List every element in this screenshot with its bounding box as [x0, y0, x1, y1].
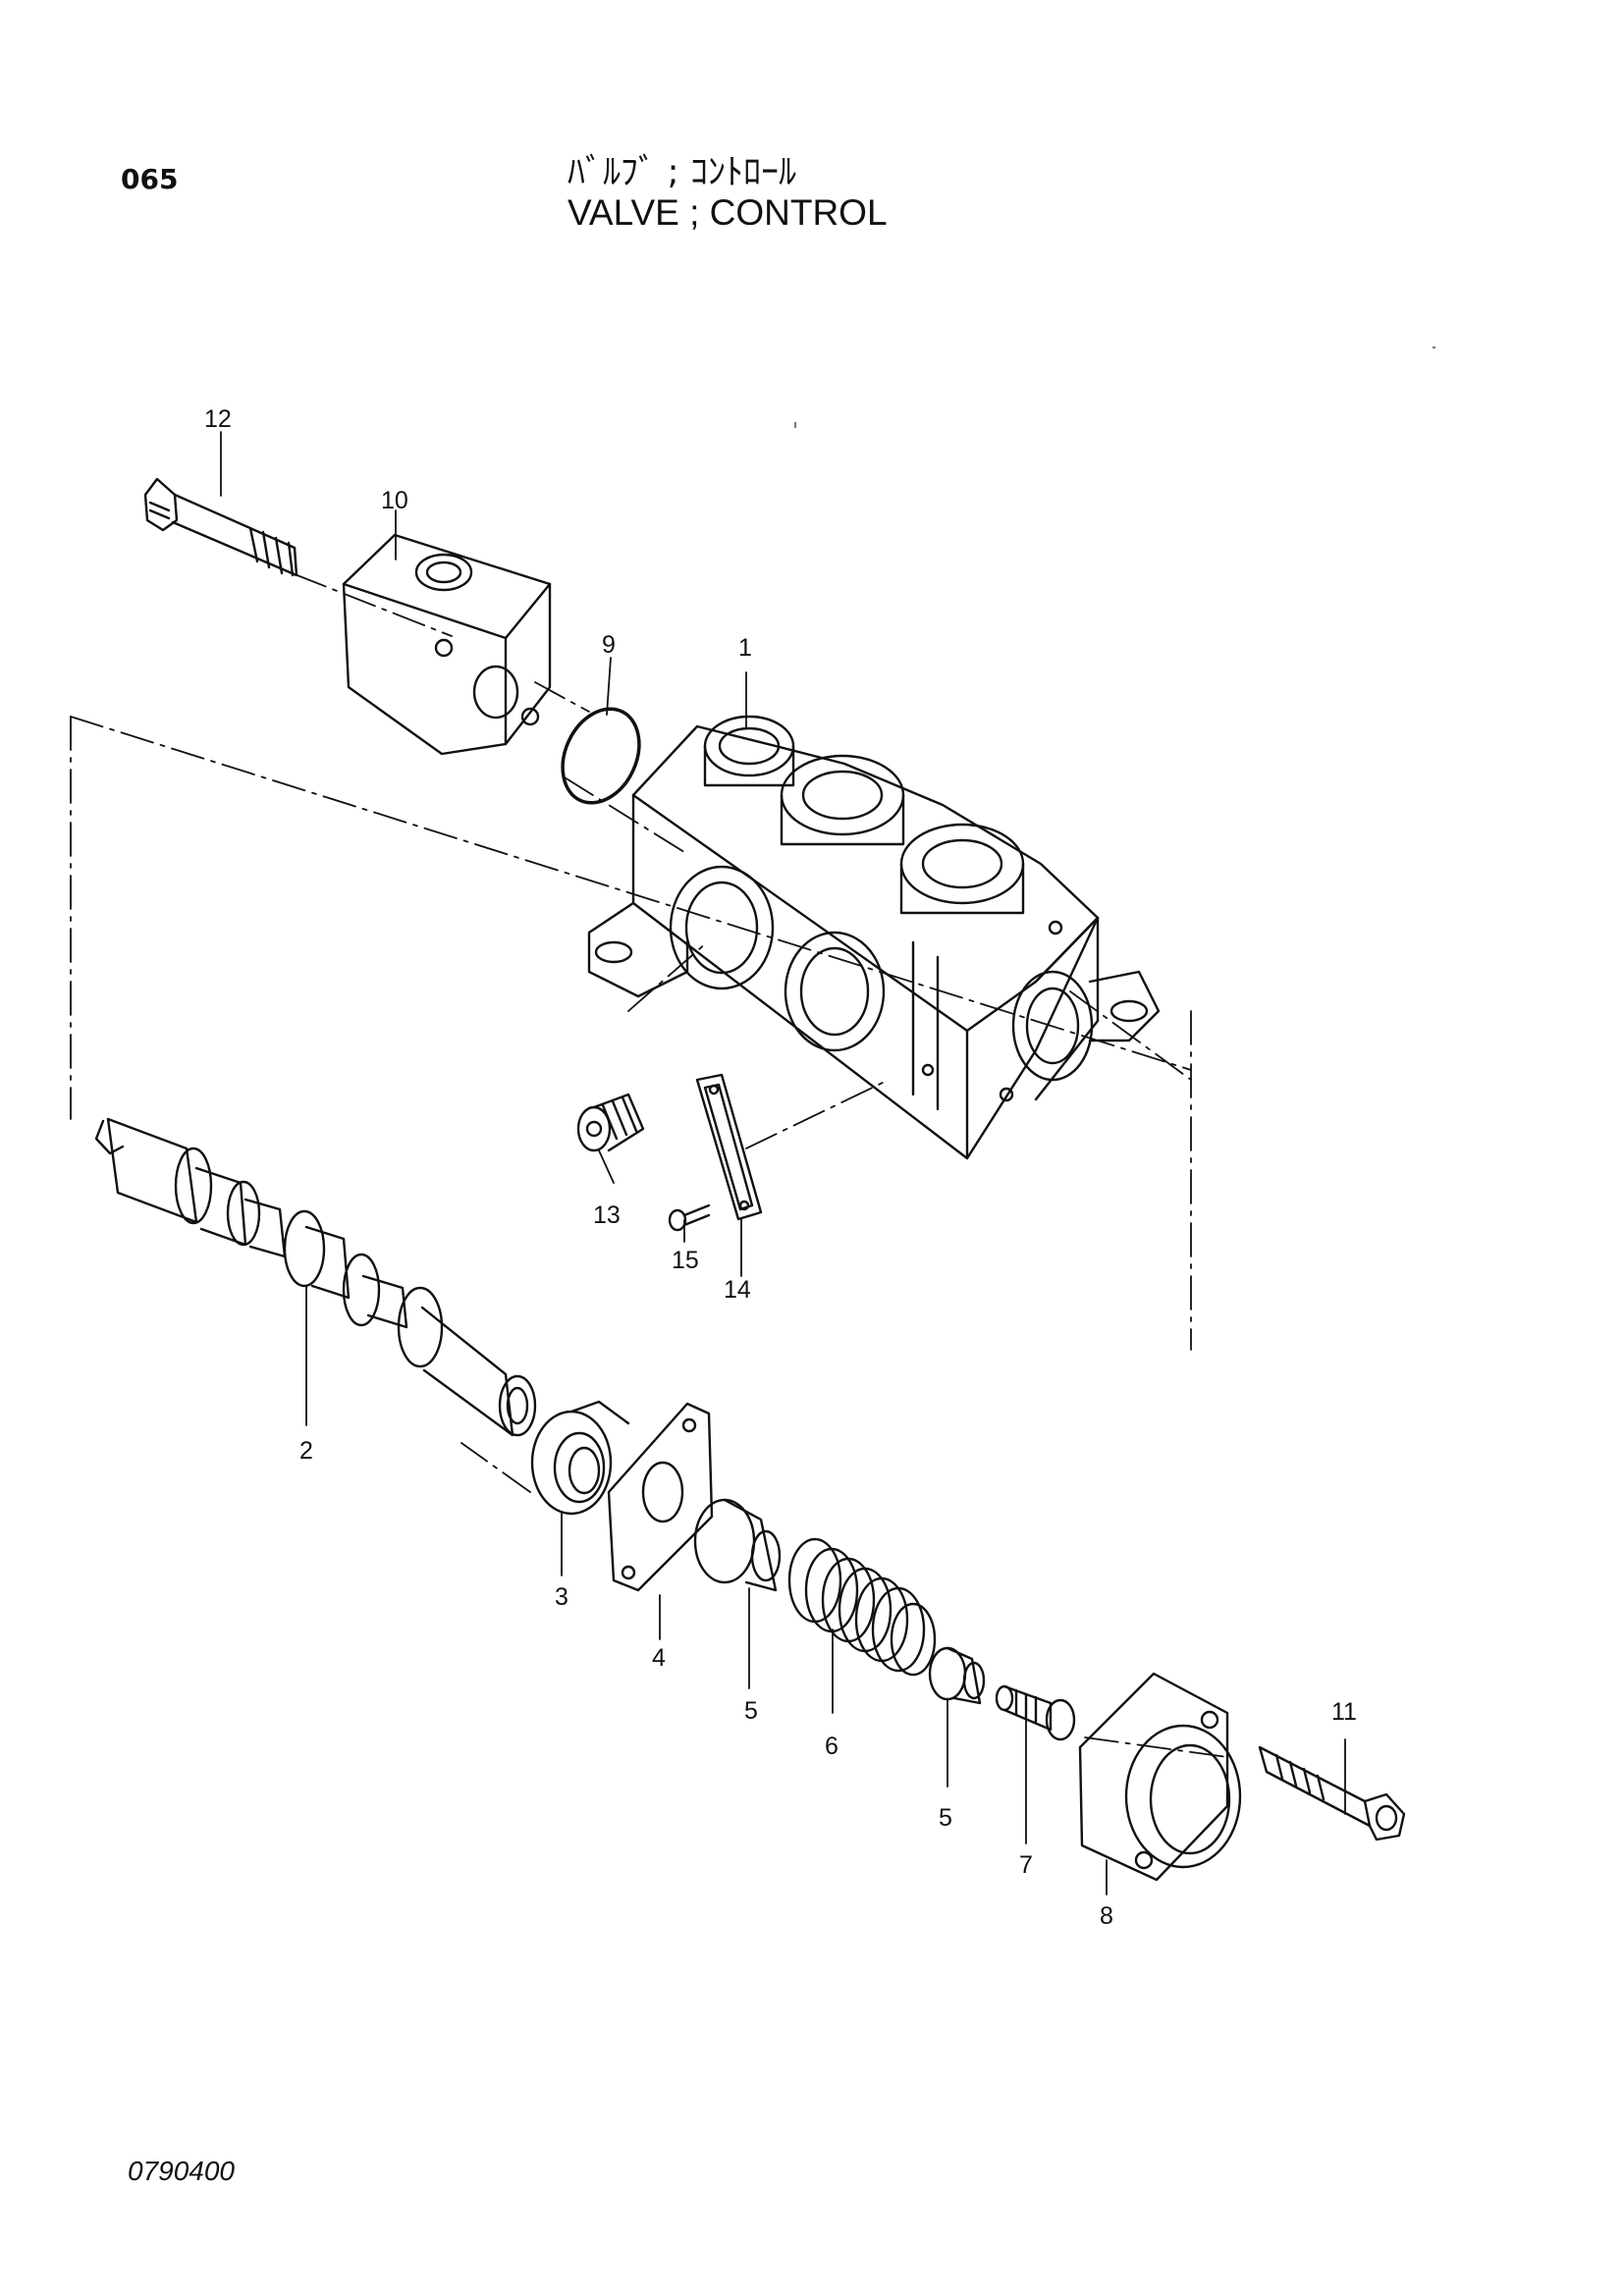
callout-6: 6: [825, 1733, 839, 1760]
leader-lines: [220, 431, 1346, 1896]
callout-10: 10: [381, 487, 408, 514]
part-12-bolt: [143, 477, 298, 577]
part-6-spring: [787, 1537, 937, 1677]
callout-2: 2: [299, 1437, 313, 1465]
callout-1: 1: [738, 634, 752, 662]
part-2-spool: [94, 1117, 537, 1437]
part-15-screw: [668, 1203, 711, 1232]
callout-7: 7: [1019, 1851, 1033, 1879]
part-10-block: [342, 533, 552, 756]
callout-11: 11: [1331, 1698, 1357, 1726]
callout-4: 4: [652, 1644, 666, 1672]
callout-14: 14: [724, 1276, 751, 1304]
callout-12: 12: [204, 405, 232, 433]
part-8-cover: [1078, 1672, 1242, 1882]
callout-5: 5: [744, 1697, 758, 1725]
part-7-stopper: [995, 1684, 1076, 1741]
callout-3: 3: [555, 1583, 568, 1611]
callout-8: 8: [1100, 1902, 1113, 1930]
title-japanese: ﾊﾞﾙﾌﾞ ; ｺﾝﾄﾛｰﾙ: [568, 152, 797, 192]
part-1-valve-body: [587, 715, 1161, 1160]
drawing-code: 0790400: [128, 2156, 236, 2186]
part-3-seal: [530, 1400, 630, 1516]
callout-9: 9: [602, 631, 616, 659]
part-5-spring-seat: [693, 1498, 782, 1592]
callout-5-second: 5: [939, 1804, 952, 1832]
title-english: VALVE ; CONTROL: [568, 192, 888, 233]
part-13-plug: [576, 1093, 645, 1152]
part-4-flange-plate: [607, 1402, 714, 1592]
callout-15: 15: [672, 1247, 699, 1274]
part-11-bolt: [1258, 1745, 1406, 1842]
page-number: 065: [121, 163, 179, 195]
callout-13: 13: [593, 1201, 621, 1229]
part-9-o-ring: [561, 707, 641, 805]
part-5-spring-seat-second: [928, 1646, 986, 1705]
part-14-plate: [695, 1073, 763, 1221]
scan-marks: [794, 347, 1435, 428]
callout-labels: 12 10 9 1 13 15 14 2 3 4 5 6 5 7 8 11: [204, 405, 1357, 1930]
assembly-centerlines: [70, 573, 1228, 1758]
